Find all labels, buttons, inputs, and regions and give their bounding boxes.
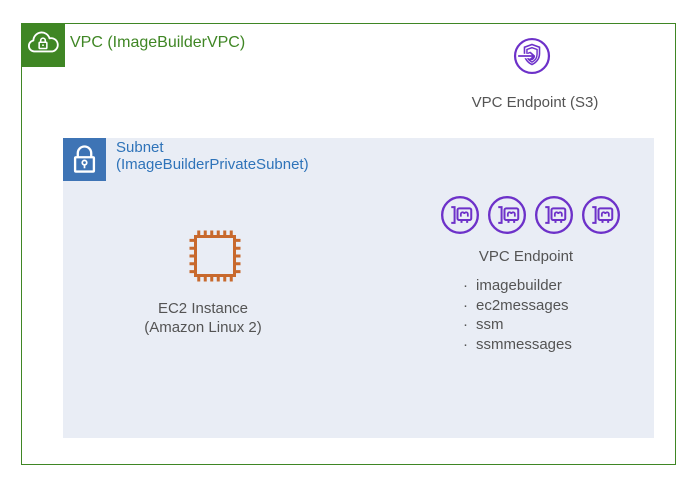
- list-item: · ec2messages: [463, 296, 572, 316]
- bullet: ·: [463, 335, 468, 353]
- subnet-label-line1: Subnet: [116, 139, 164, 156]
- bullet: ·: [463, 296, 468, 314]
- private-subnet-lock-icon: [63, 138, 106, 181]
- interface-endpoint-icon: [582, 196, 620, 234]
- subnet-label-line2: (ImageBuilderPrivateSubnet): [116, 156, 309, 173]
- service-name: ssm: [476, 316, 504, 333]
- vpc-cloud-lock-icon: [21, 23, 65, 67]
- ec2-label-line2: (Amazon Linux 2): [144, 319, 262, 336]
- interface-endpoint-icon: [535, 196, 573, 234]
- vpc-label: VPC (ImageBuilderVPC): [70, 34, 246, 51]
- vpc-endpoint-label: VPC Endpoint: [478, 248, 574, 265]
- bullet: ·: [463, 277, 468, 294]
- list-item: · imagebuilder: [463, 276, 572, 296]
- ec2-instance-label: EC2 Instance (Amazon Linux 2): [113, 299, 293, 337]
- interface-endpoint-icon: [441, 196, 479, 234]
- subnet-container: [63, 138, 654, 438]
- list-item: · ssm: [463, 315, 572, 335]
- ec2-chip-icon: [189, 230, 241, 282]
- vpc-endpoint-services-list: · imagebuilder · ec2messages · ssm · ssm…: [463, 276, 572, 354]
- service-name: imagebuilder: [476, 277, 562, 294]
- bullet: ·: [463, 316, 468, 333]
- list-item: · ssmmessages: [463, 335, 572, 355]
- subnet-label: Subnet (ImageBuilderPrivateSubnet): [116, 139, 309, 173]
- vpc-endpoint-s3-label: VPC Endpoint (S3): [471, 94, 599, 111]
- ec2-label-line1: EC2 Instance: [157, 300, 249, 317]
- service-name: ssmmessages: [476, 335, 572, 353]
- service-name: ec2messages: [476, 296, 569, 314]
- interface-endpoint-icon: [488, 196, 526, 234]
- vpc-endpoint-icon-row: [440, 195, 640, 235]
- vpc-endpoint-s3-icon: [513, 37, 551, 75]
